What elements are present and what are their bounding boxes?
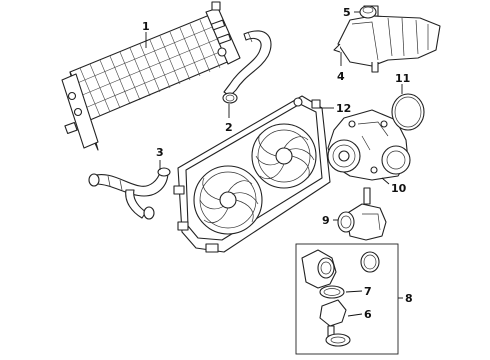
callout-7: 7 bbox=[364, 285, 372, 298]
callout-8: 8 bbox=[405, 292, 413, 305]
callout-10: 10 bbox=[391, 182, 407, 195]
thermostat-housing bbox=[337, 187, 387, 241]
o-ring-seal bbox=[391, 93, 425, 131]
callout-labels: 1 2 3 4 5 6 7 8 9 10 11 12 bbox=[142, 6, 413, 321]
lower-radiator-hose bbox=[88, 167, 171, 220]
callout-11: 11 bbox=[395, 72, 410, 85]
callout-4: 4 bbox=[337, 70, 345, 83]
callout-9: 9 bbox=[322, 214, 330, 227]
leader-lines bbox=[145, 11, 403, 317]
radiator bbox=[61, 1, 241, 151]
thermostat-kit-group bbox=[295, 243, 399, 355]
callout-5: 5 bbox=[343, 6, 351, 19]
upper-radiator-hose bbox=[222, 30, 272, 104]
reservoir-cap bbox=[359, 5, 377, 19]
callout-1: 1 bbox=[142, 20, 150, 33]
callout-12: 12 bbox=[336, 102, 351, 115]
water-pump bbox=[327, 109, 411, 181]
callout-6: 6 bbox=[364, 308, 372, 321]
callout-3: 3 bbox=[156, 146, 164, 159]
callout-2: 2 bbox=[225, 121, 233, 134]
cooling-fan-assembly bbox=[173, 95, 331, 253]
